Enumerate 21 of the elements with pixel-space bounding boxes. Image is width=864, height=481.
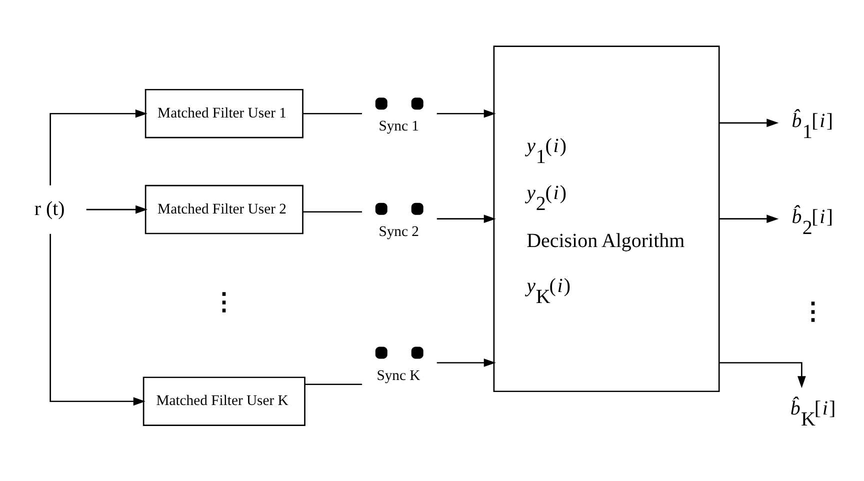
arrow — [50, 109, 148, 186]
node-box: Matched Filter User K — [142, 376, 306, 426]
node-box: Matched Filter User 1 — [144, 88, 304, 138]
node-label: Sync 1 — [378, 118, 419, 135]
arrow — [50, 234, 146, 406]
arrow — [86, 205, 148, 214]
arrow — [436, 109, 496, 118]
arrow — [436, 358, 496, 367]
label: ⋮ — [212, 290, 236, 316]
connector — [303, 112, 362, 114]
arrow — [436, 214, 496, 224]
label: ⋮ — [801, 299, 826, 326]
arrow — [719, 118, 779, 128]
arrow — [719, 214, 779, 224]
node-label: Sync 2 — [378, 224, 419, 240]
node-box: Matched Filter User 2 — [144, 184, 304, 234]
connector — [303, 211, 362, 213]
node-label: Sync K — [376, 368, 420, 384]
arrow — [720, 362, 806, 388]
connector — [305, 384, 362, 386]
node-text: r (t) — [34, 198, 65, 220]
